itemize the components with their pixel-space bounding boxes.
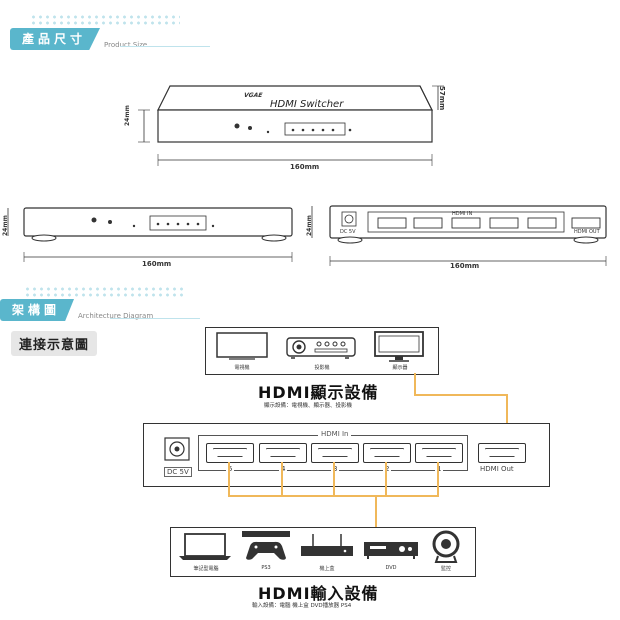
section-subtitle: Product Size [104,41,148,49]
hdmi-in-port-3 [311,443,359,463]
input-device-label-2: 機上盒 [319,566,335,572]
monitor-icon [374,331,424,362]
rear-out-label: HDMI OUT [574,229,600,235]
rear-height-label: 24mm [306,215,313,236]
header-divider [120,46,210,47]
front-width-label: 160mm [142,260,172,268]
input-connection-line [375,495,377,528]
hdmi-in-port-2 [363,443,411,463]
camera-icon [432,530,460,563]
port-number-5: 5 [226,465,235,473]
laptop-icon [179,533,231,560]
input-devices-title: HDMI輸入設備 [258,584,379,603]
section-header-architecture: 架構圖 Architecture Diagram [0,297,153,323]
hdmi-in-port-4 [259,443,307,463]
input-connection-line [333,462,335,496]
input-connection-line [437,462,439,496]
hdmi-out-label: HDMI Out [480,465,514,473]
set-top-box-icon [301,534,353,556]
input-connection-line [228,462,230,496]
port-number-2: 2 [383,465,392,473]
hdmi-in-port-5 [206,443,254,463]
tv-icon [216,332,268,360]
display-devices-caption: 顯示設備：電視機、顯示器、投影機 [264,403,353,409]
top-depth-label: 57mm [438,86,446,111]
port-number-3: 3 [331,465,340,473]
input-connection-line [385,462,387,496]
brand-logo: VGAE [243,92,263,99]
top-height-label: 24mm [124,105,131,126]
rear-in-label: HDMI IN [452,211,473,217]
section-title: 架構圖 [0,299,75,321]
rear-view-drawing [311,205,607,266]
hdmi-in-label: HDMI In [318,430,352,438]
input-connection-bus [228,495,439,497]
dc-jack-icon [164,437,190,461]
hdmi-out-port [478,443,526,463]
diagram-heading: 連接示意圖 [11,331,98,356]
port-number-1: 1 [435,465,444,473]
front-view-drawing [7,207,293,262]
display-devices-title: HDMI顯示設備 [258,383,379,402]
decorative-dots [30,14,180,26]
ps3-icon [242,531,290,560]
input-device-label-0: 筆記型電腦 [193,566,219,572]
section-subtitle: Architecture Diagram [78,312,154,320]
input-connection-line [281,462,283,496]
front-height-label: 24mm [2,215,9,236]
output-connection-line [414,394,507,396]
display-device-label-0: 電視機 [234,365,250,371]
input-device-label-3: DVD [385,565,397,571]
dvd-player-icon [364,542,418,559]
output-connection-line [506,394,508,440]
dc-5v-label: DC 5V [164,467,192,477]
top-width-label: 160mm [290,163,320,171]
product-label: HDMI Switcher [270,99,344,110]
port-number-4: 4 [279,465,288,473]
rear-width-label: 160mm [450,262,480,270]
header-divider [110,318,200,319]
top-view-drawing [138,85,444,166]
rear-dc-label: DC 5V [340,229,356,235]
output-connection-line [414,373,416,395]
display-device-label-1: 投影機 [314,365,330,371]
decorative-dots [24,286,184,298]
input-devices-caption: 輸入設備：電腦 機上盒 DVD播放器 PS4 [252,603,352,609]
projector-icon [286,337,356,359]
input-device-label-4: 監控 [440,566,451,572]
section-header-product-size: 產品尺寸 Product Size [10,26,147,52]
hdmi-in-port-1 [415,443,463,463]
input-device-label-1: PS3 [261,565,271,571]
section-title: 產品尺寸 [10,28,101,50]
display-device-label-2: 顯示器 [392,365,408,371]
